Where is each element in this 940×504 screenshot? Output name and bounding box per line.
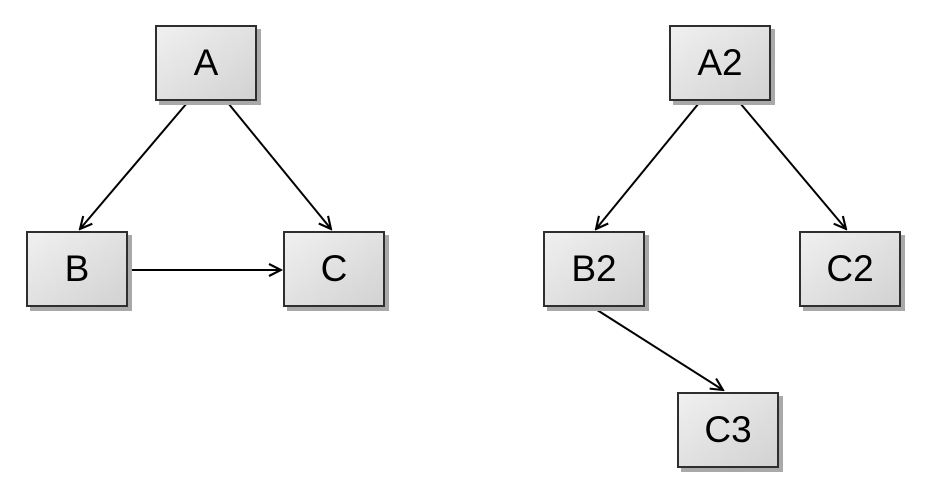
node-label-B2: B2 — [571, 247, 617, 289]
node-C2: C2 — [799, 231, 901, 307]
node-C3: C3 — [677, 392, 779, 468]
node-B: B — [26, 231, 128, 307]
node-label-B: B — [64, 247, 90, 289]
node-label-A: A — [193, 41, 219, 83]
node-label-C2: C2 — [826, 247, 874, 289]
node-C: C — [283, 231, 385, 307]
node-label-A2: A2 — [697, 41, 743, 83]
node-B2: B2 — [543, 231, 645, 307]
node-A: A — [155, 25, 257, 101]
node-label-C3: C3 — [704, 408, 752, 450]
node-label-C: C — [320, 247, 348, 289]
node-A2: A2 — [669, 25, 771, 101]
